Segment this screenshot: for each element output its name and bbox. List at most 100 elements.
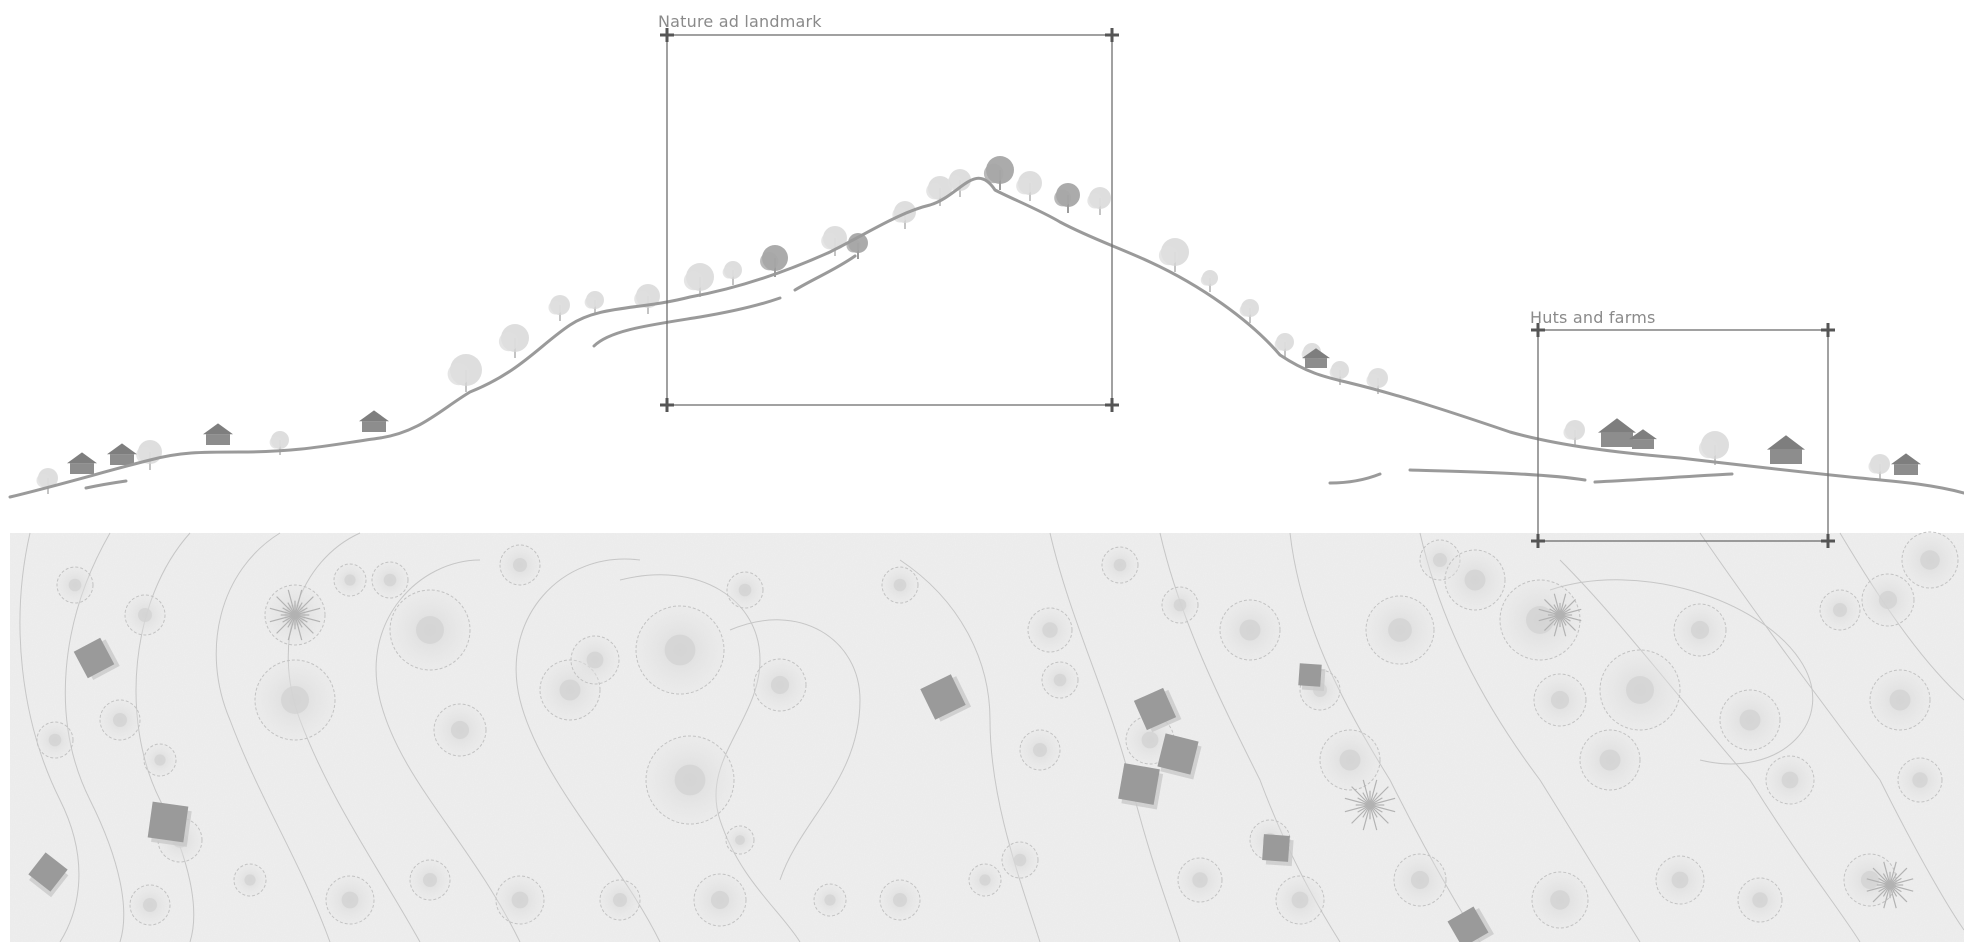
crosshair-plus-icon — [1531, 323, 1545, 337]
tree-icon — [584, 291, 604, 315]
contour-line — [1559, 559, 1861, 942]
contour-line — [19, 532, 80, 942]
tree-icon — [433, 703, 487, 757]
building-roof-icon — [147, 801, 192, 847]
tree-icon — [813, 883, 847, 917]
tree-icon — [499, 544, 541, 586]
terrain-profile-line — [8, 176, 1964, 499]
tree-icon — [683, 263, 714, 297]
tree-icon — [233, 863, 267, 897]
hut-icon — [1598, 418, 1636, 447]
section-huts — [67, 348, 1921, 475]
tree-icon — [1161, 586, 1199, 624]
hut-icon — [1302, 348, 1330, 368]
tree-icon — [269, 589, 321, 641]
tree-icon — [1200, 270, 1218, 292]
tree-icon — [1319, 729, 1381, 791]
tree-icon — [1274, 333, 1294, 357]
tree-icon — [136, 440, 162, 470]
building-roof-icon — [1262, 834, 1294, 867]
hut-icon — [1891, 453, 1921, 475]
hut-icon — [359, 410, 389, 432]
building-roof-icon — [1157, 733, 1202, 780]
tree-icon — [926, 176, 952, 206]
tree-icon — [1054, 183, 1080, 213]
tree-icon — [1027, 607, 1073, 653]
contour-line — [64, 532, 125, 942]
contour-line — [515, 558, 661, 942]
tree-icon — [1698, 431, 1729, 465]
tree-icon — [447, 354, 482, 392]
tree-icon — [879, 879, 921, 921]
tree-icon — [269, 431, 289, 455]
tree-icon — [1599, 649, 1681, 731]
callout-frame-huts — [1537, 329, 1829, 542]
crosshair-plus-icon — [660, 398, 674, 412]
tree-icon — [693, 873, 747, 927]
tree-icon — [1239, 299, 1259, 323]
tree-icon — [1275, 875, 1325, 925]
hut-icon — [107, 443, 137, 465]
building-roof-icon — [1298, 663, 1326, 692]
tree-icon — [1087, 187, 1111, 215]
tree-icon — [143, 743, 177, 777]
terrain-underground-line-5 — [1408, 468, 1587, 482]
building-roof-icon — [920, 674, 972, 722]
tree-icon — [1869, 669, 1931, 731]
tree-icon — [635, 605, 725, 695]
tree-icon — [1001, 841, 1039, 879]
building-roof-icon — [1118, 763, 1164, 810]
tree-icon — [498, 324, 529, 358]
tree-icon — [1719, 689, 1781, 751]
tree-icon — [1158, 238, 1189, 272]
tree-icon — [645, 735, 735, 825]
hut-icon — [1629, 429, 1657, 449]
tree-icon — [1673, 603, 1727, 657]
tree-icon — [1538, 593, 1582, 637]
tree-icon — [1329, 361, 1349, 385]
building-roof-icon — [28, 852, 69, 898]
tree-icon — [99, 699, 141, 741]
tree-icon — [1563, 420, 1585, 446]
tree-icon — [599, 879, 641, 921]
building-roof-icon — [1133, 687, 1182, 733]
tree-icon — [495, 875, 545, 925]
tree-icon — [1219, 599, 1281, 661]
plan-tree-canopies — [36, 531, 1959, 929]
tree-icon — [1019, 729, 1061, 771]
terrain-section — [8, 156, 1964, 499]
tree-icon — [1393, 853, 1447, 907]
tree-icon — [726, 571, 764, 609]
building-roof-icon — [73, 637, 120, 680]
tree-icon — [56, 566, 94, 604]
crosshair-plus-icon — [1105, 398, 1119, 412]
tree-icon — [634, 284, 660, 314]
tree-icon — [753, 658, 807, 712]
tree-icon — [1366, 368, 1388, 394]
hut-icon — [1767, 435, 1805, 464]
plan-buildings — [28, 637, 1494, 942]
tree-icon — [1101, 546, 1139, 584]
tree-icon — [254, 659, 336, 741]
crosshair-plus-icon — [660, 28, 674, 42]
contour-line — [1839, 532, 1964, 701]
tree-icon — [725, 825, 755, 855]
hut-icon — [67, 452, 97, 474]
tree-icon — [1579, 729, 1641, 791]
crosshair-plus-icon — [1821, 323, 1835, 337]
tree-icon — [1866, 861, 1914, 909]
tree-icon — [881, 566, 919, 604]
building-roof-icon — [1447, 906, 1494, 942]
tree-icon — [1041, 661, 1079, 699]
crosshair-plus-icon — [1105, 28, 1119, 42]
tree-icon — [548, 295, 570, 321]
tree-icon — [1444, 549, 1506, 611]
tree-icon — [325, 875, 375, 925]
callout-frame-landmark — [666, 34, 1113, 406]
terrain-underground-line-3 — [84, 479, 128, 490]
tree-icon — [1531, 871, 1589, 929]
tree-icon — [129, 884, 171, 926]
terrain-underground-line-6 — [1593, 472, 1734, 484]
tree-icon — [1819, 589, 1861, 631]
tree-icon — [1901, 531, 1959, 589]
